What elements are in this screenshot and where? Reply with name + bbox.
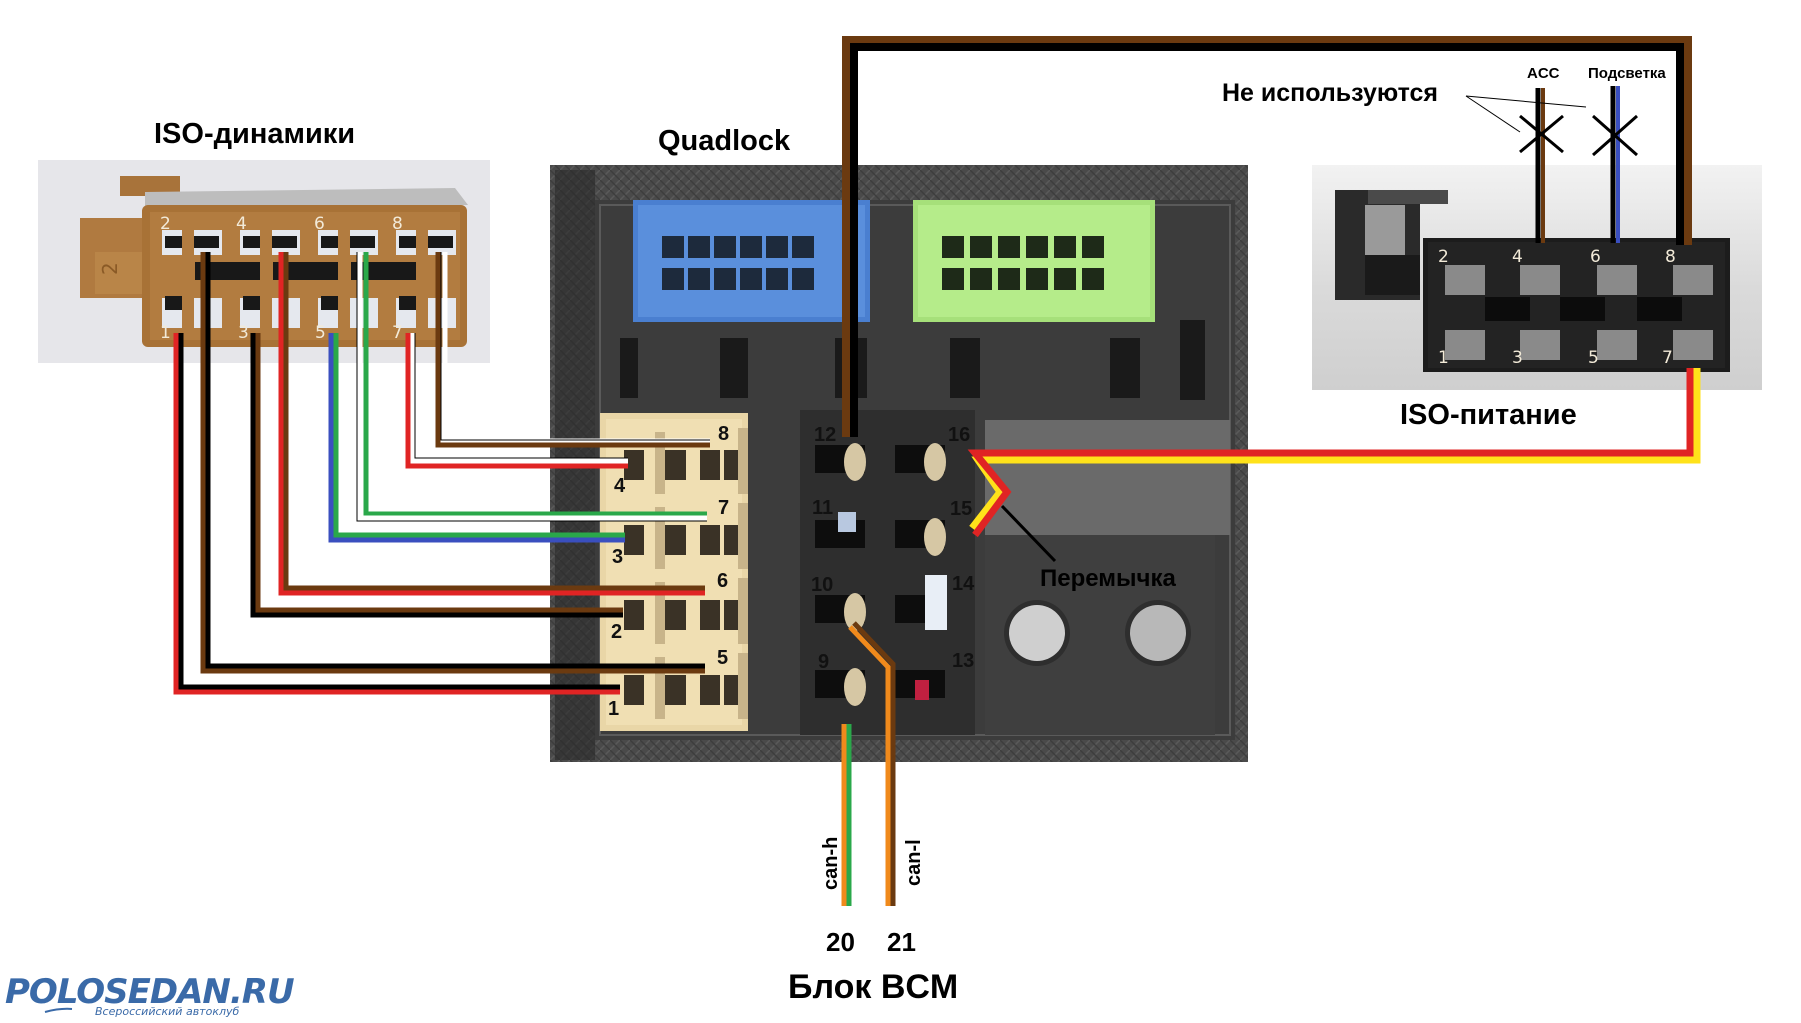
wire-iso6-to-q7: [356, 252, 707, 522]
quadlock-pin-label: 8: [718, 423, 729, 445]
iso-power-pin-label: 3: [1512, 348, 1523, 368]
iso-power-pin-label: 1: [1438, 348, 1449, 368]
can-l-label: can-l: [903, 839, 925, 886]
quadlock-pin-label: 2: [611, 621, 622, 643]
quadlock-connector-photo: 8 4 7 3 6 2 5 1 12 16 11 15 10 14 9 13: [550, 165, 1248, 762]
wire-iso3-to-q2: [250, 333, 623, 618]
wire-iso7-to-q4: [405, 333, 628, 469]
iso-speakers-pin-label: 4: [236, 214, 247, 234]
logo-text: POLOSEDAN.RU: [5, 972, 294, 1012]
wire-iso4-to-q6: [278, 252, 705, 596]
speaker-wires: [173, 252, 710, 695]
wire-acc-unused: [1519, 88, 1564, 243]
polosedan-logo: POLOSEDAN.RU Всероссийский автоклуб: [5, 972, 295, 1018]
wire-iso5-to-q3: [328, 333, 625, 543]
quadlock-pin-label: 3: [612, 546, 623, 568]
wire-can-h: [841, 724, 852, 906]
quadlock-pin-label: 10: [811, 574, 833, 596]
iso-speakers-pin-label: 6: [314, 214, 325, 234]
logo-tagline: Всероссийский автоклуб: [95, 1005, 240, 1018]
wire-isopower7-to-q16-q15: [967, 368, 1701, 538]
bcm-pin-21-label: 21: [887, 927, 916, 957]
iso-power-connector-photo: 2 4 6 8 1 3 5 7: [1312, 165, 1762, 390]
iso-power-pin-label: 4: [1512, 247, 1523, 267]
jumper-label: Перемычка: [1040, 565, 1176, 592]
iso-speakers-connector-photo: 2 2 4 6 8 1: [38, 160, 490, 363]
iso-speakers-pin-label: 1: [160, 323, 171, 343]
iso-speakers-title: ISO-динамики: [154, 118, 355, 150]
backlight-label: Подсветка: [1588, 65, 1666, 82]
acc-label: ACC: [1527, 65, 1560, 82]
quadlock-pin-label: 1: [608, 698, 619, 720]
quadlock-pin-label: 13: [952, 650, 974, 672]
cross-mark-icon: [1519, 114, 1564, 154]
quadlock-pin-label: 7: [718, 497, 729, 519]
iso-power-pin-label: 6: [1590, 247, 1601, 267]
bcm-block-title: Блок BCM: [788, 968, 958, 1006]
blue-block-cavities: [662, 236, 814, 290]
iso-speakers-pin-label: 8: [392, 214, 403, 234]
wire-q12-to-isopower8: [842, 36, 1692, 437]
wire-backlight-unused: [1592, 86, 1638, 243]
iso-speakers-pin-label: 5: [315, 323, 326, 343]
green-block-cavities: [942, 236, 1104, 290]
quadlock-pin-label: 15: [950, 498, 972, 520]
quadlock-pin-label: 5: [717, 647, 728, 669]
iso-speakers-pin-label: 2: [160, 214, 171, 234]
cross-mark-icon: [1592, 114, 1638, 157]
quadlock-pin-label: 9: [818, 651, 829, 673]
wire-iso8-to-q8: [435, 252, 710, 448]
wire-iso2-to-q5: [200, 252, 705, 674]
can-h-label: can-h: [820, 837, 842, 890]
iso-power-title: ISO-питание: [1400, 399, 1577, 431]
iso-power-pin-label: 2: [1438, 247, 1449, 267]
quadlock-pin-label: 16: [948, 424, 970, 446]
quadlock-pin-label: 11: [812, 497, 833, 519]
bcm-pin-20-label: 20: [826, 927, 855, 957]
svg-text:2: 2: [98, 262, 122, 275]
iso-power-pin-label: 8: [1665, 247, 1676, 267]
quadlock-pin-label: 14: [952, 573, 975, 595]
not-used-annotation: Не используются: [1222, 79, 1587, 133]
quadlock-pin-label: 4: [614, 475, 626, 497]
wire-iso1-to-q1: [173, 333, 620, 695]
jumper-annotation: Перемычка: [1000, 504, 1176, 592]
quadlock-pin-label: 12: [814, 424, 836, 446]
iso-power-pin-label: 7: [1662, 348, 1673, 368]
iso-speakers-pin-label: 7: [392, 323, 403, 343]
quadlock-title: Quadlock: [658, 125, 791, 157]
beige-block-cavities: [624, 450, 742, 705]
wire-can-l: [848, 621, 896, 906]
quadlock-pin-label: 6: [717, 570, 728, 592]
iso-speakers-pin-label: 3: [238, 323, 249, 343]
iso-power-pin-label: 5: [1588, 348, 1599, 368]
not-used-label: Не используются: [1222, 79, 1438, 107]
logo-swoosh-icon: [44, 1007, 73, 1013]
